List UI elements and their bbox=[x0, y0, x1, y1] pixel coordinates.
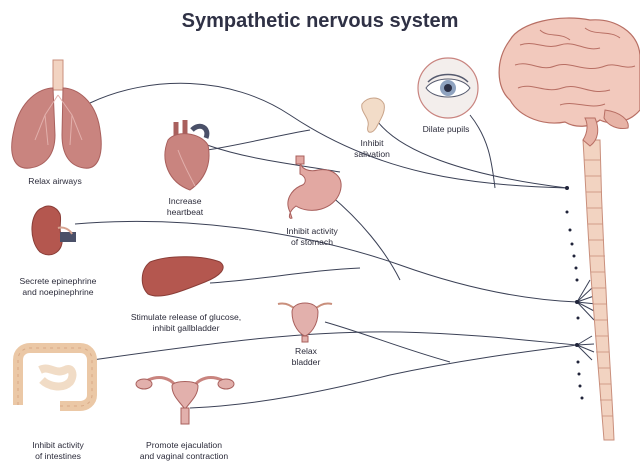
label-line: Inhibit activity bbox=[272, 226, 352, 237]
liver-icon bbox=[142, 257, 223, 296]
kidney-adrenal-icon bbox=[32, 206, 76, 255]
label-line: inhibit gallbladder bbox=[116, 323, 256, 334]
ganglion-dot bbox=[569, 229, 572, 232]
nerve-line-uterus bbox=[190, 345, 577, 408]
label-line: and vaginal contraction bbox=[128, 451, 240, 462]
label-line: Stimulate release of glucose, bbox=[116, 312, 256, 323]
label-line: bladder bbox=[284, 357, 328, 368]
label-line: heartbeat bbox=[152, 207, 218, 218]
ganglion-dot bbox=[575, 267, 578, 270]
ganglion-dot bbox=[575, 300, 579, 304]
label-line: salivation bbox=[344, 149, 400, 160]
nerve-line-bladder bbox=[325, 322, 450, 362]
brain-icon bbox=[499, 18, 640, 146]
label-heart: Increase heartbeat bbox=[152, 196, 218, 218]
heart-icon bbox=[165, 120, 209, 190]
eye-icon bbox=[418, 58, 478, 118]
label-line: Increase bbox=[152, 196, 218, 207]
ganglion-dot bbox=[566, 211, 569, 214]
ganglion-dot bbox=[571, 243, 574, 246]
label-bladder: Relax bladder bbox=[284, 346, 328, 368]
reproductive-organs-icon bbox=[136, 378, 234, 424]
ganglion-dot bbox=[575, 343, 579, 347]
label-line: Secrete epinephrine bbox=[8, 276, 108, 287]
label-intestines: Inhibit activity of intestines bbox=[18, 440, 98, 462]
label-line: Inhibit activity bbox=[18, 440, 98, 451]
label-line: Dilate pupils bbox=[410, 124, 482, 135]
ganglion-dots bbox=[565, 186, 584, 400]
label-reproductive: Promote ejaculation and vaginal contract… bbox=[128, 440, 240, 462]
ganglion-dot bbox=[577, 361, 580, 364]
label-kidney: Secrete epinephrine and noepinephrine bbox=[8, 276, 108, 298]
label-line: and noepinephrine bbox=[8, 287, 108, 298]
ganglion-dot bbox=[578, 373, 581, 376]
spinal-cord-icon bbox=[583, 140, 614, 440]
intestines-icon bbox=[18, 348, 92, 406]
ganglion-dot bbox=[573, 255, 576, 258]
ganglion-dot bbox=[579, 385, 582, 388]
nerve-line-intestines bbox=[92, 332, 577, 360]
label-eye: Dilate pupils bbox=[410, 124, 482, 135]
nerve-line-heart bbox=[207, 130, 310, 150]
ganglion-dot bbox=[576, 279, 579, 282]
nerve-line-liver bbox=[210, 268, 360, 283]
label-line: Inhibit bbox=[344, 138, 400, 149]
label-stomach: Inhibit activity of stomach bbox=[272, 226, 352, 248]
label-line: Relax airways bbox=[18, 176, 92, 187]
ganglion-dot bbox=[581, 397, 584, 400]
label-line: Relax bbox=[284, 346, 328, 357]
salivary-gland-icon bbox=[362, 98, 385, 132]
label-line: Promote ejaculation bbox=[128, 440, 240, 451]
ganglion-dot bbox=[565, 186, 569, 190]
label-liver: Stimulate release of glucose, inhibit ga… bbox=[116, 312, 256, 334]
ganglion-dot bbox=[577, 317, 580, 320]
label-salivary: Inhibit salivation bbox=[344, 138, 400, 160]
label-line: of stomach bbox=[272, 237, 352, 248]
nerve-line-heart-2 bbox=[207, 145, 340, 172]
nerve-fan-lower bbox=[577, 336, 594, 360]
label-lungs: Relax airways bbox=[18, 176, 92, 187]
lungs-icon bbox=[12, 60, 101, 168]
label-line: of intestines bbox=[18, 451, 98, 462]
